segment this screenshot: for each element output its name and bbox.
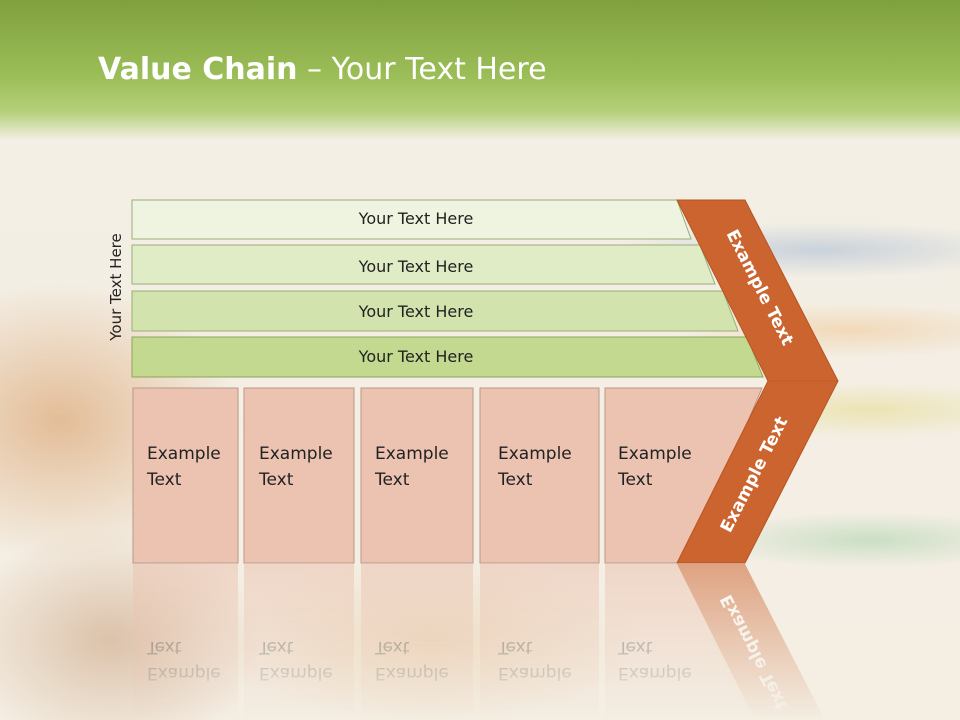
box-4-line1: Example xyxy=(498,444,572,464)
diagram-reflection: Example Text Example Text Example Text E… xyxy=(133,564,825,720)
svg-text:Example: Example xyxy=(375,663,449,683)
svg-text:Text: Text xyxy=(258,637,294,657)
bar-4-label: Your Text Here xyxy=(358,347,474,366)
svg-text:Text: Text xyxy=(497,637,533,657)
bar-3-label: Your Text Here xyxy=(358,302,474,321)
bar-1 xyxy=(131,199,692,240)
box-3-line1: Example xyxy=(375,444,449,464)
box-3 xyxy=(360,387,474,564)
box-3-line2: Text xyxy=(374,470,410,490)
svg-text:Example: Example xyxy=(147,663,221,683)
title-rest: – Your Text Here xyxy=(297,52,547,87)
box-2 xyxy=(243,387,355,564)
box-1-line2: Text xyxy=(146,470,182,490)
slide-title: Value Chain – Your Text Here xyxy=(98,52,547,87)
box-1 xyxy=(132,387,239,564)
svg-text:Text: Text xyxy=(146,637,182,657)
box-2-line2: Text xyxy=(258,470,294,490)
svg-text:Example: Example xyxy=(618,663,692,683)
title-bold: Value Chain xyxy=(98,52,298,87)
bar-2 xyxy=(131,244,716,285)
header-band xyxy=(0,0,960,140)
svg-text:Example: Example xyxy=(498,663,572,683)
svg-text:Example: Example xyxy=(259,663,333,683)
box-4-line2: Text xyxy=(497,470,533,490)
bar-1-label: Your Text Here xyxy=(358,209,474,228)
svg-text:Text: Text xyxy=(617,637,653,657)
bar-3 xyxy=(131,290,739,332)
box-2-line1: Example xyxy=(259,444,333,464)
box-4 xyxy=(479,387,600,564)
box-5-line1: Example xyxy=(618,444,692,464)
box-5-line2: Text xyxy=(617,470,653,490)
box-1-line1: Example xyxy=(147,444,221,464)
bar-2-label: Your Text Here xyxy=(358,257,474,276)
svg-text:Text: Text xyxy=(374,637,410,657)
bar-4 xyxy=(131,336,764,378)
